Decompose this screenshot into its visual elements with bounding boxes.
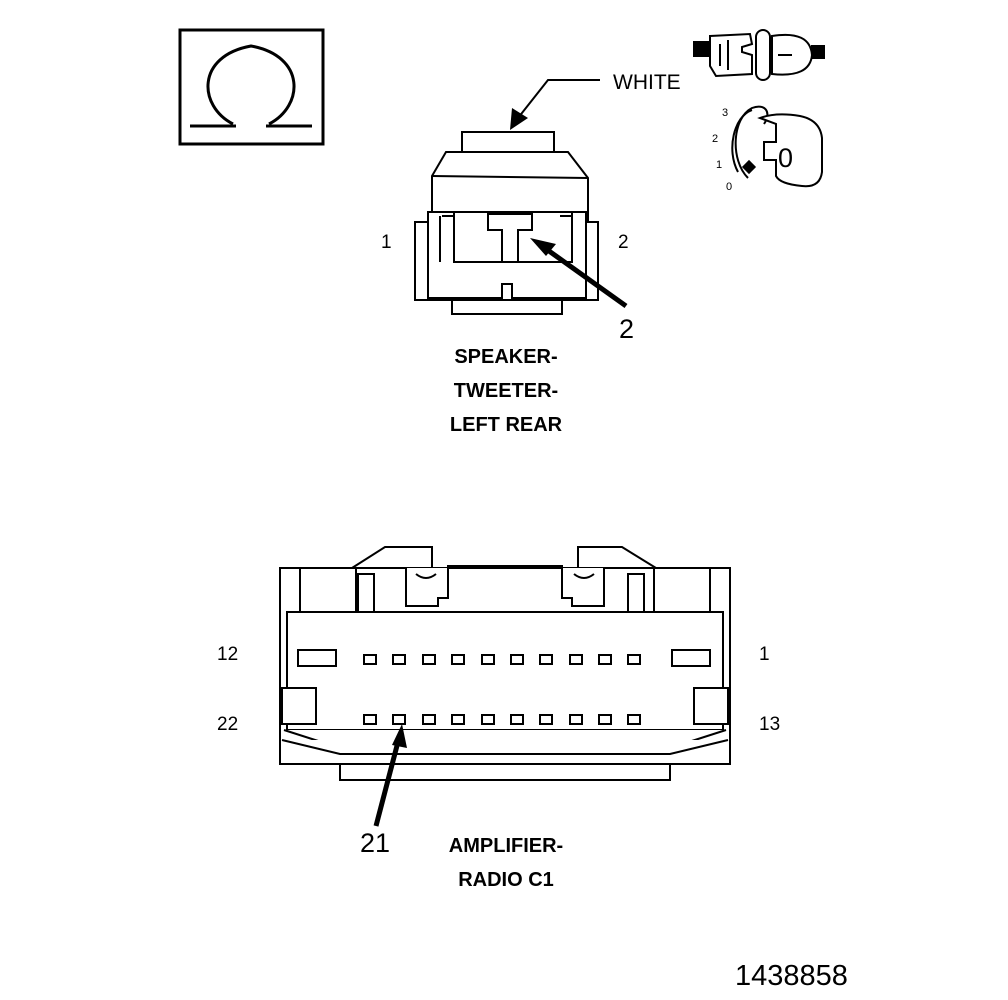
amplifier-bottom-row-cavities (363, 714, 641, 725)
ohm-icon (178, 28, 325, 146)
amplifier-connector (279, 546, 731, 781)
tweeter-connector (414, 131, 599, 315)
amplifier-caption-line-1: AMPLIFIER- (448, 835, 564, 857)
tweeter-caption-line-3: LEFT REAR (449, 414, 563, 436)
amplifier-pin-12-label: 12 (217, 644, 239, 665)
color-leader-arrow (510, 79, 600, 130)
tweeter-pin-1-label: 1 (381, 232, 392, 253)
connector-color-label: WHITE (613, 71, 681, 94)
key-position-0: 0 (726, 181, 732, 193)
amplifier-pin-arrow (373, 724, 407, 827)
tweeter-caption-line-2: TWEETER- (453, 380, 559, 402)
key-position-2: 2 (712, 133, 718, 145)
document-number: 1438858 (735, 960, 848, 992)
tweeter-caption: SPEAKER- TWEETER- LEFT REAR (426, 340, 586, 442)
tweeter-pin-arrow (530, 238, 628, 309)
tweeter-caption-line-1: SPEAKER- (454, 346, 558, 368)
key-position-1: 1 (716, 159, 722, 171)
key-position-3: 3 (722, 107, 728, 119)
amplifier-caption: AMPLIFIER- RADIO C1 (426, 829, 586, 897)
amplifier-pin-1-label: 1 (759, 644, 770, 665)
amplifier-caption-line-2: RADIO C1 (458, 869, 554, 891)
connector-test-icon (693, 29, 825, 81)
tweeter-callout-pin: 2 (619, 314, 635, 344)
amplifier-pin-22-label: 22 (217, 714, 239, 735)
ignition-key-icon: 0 3 2 1 0 (712, 105, 823, 193)
tweeter-pin-2-label: 2 (618, 232, 629, 253)
amplifier-pin-13-label: 13 (759, 714, 781, 735)
key-position-label: 0 (778, 143, 793, 173)
amplifier-callout-pin: 21 (360, 828, 391, 858)
amplifier-top-row-cavities (363, 654, 641, 665)
